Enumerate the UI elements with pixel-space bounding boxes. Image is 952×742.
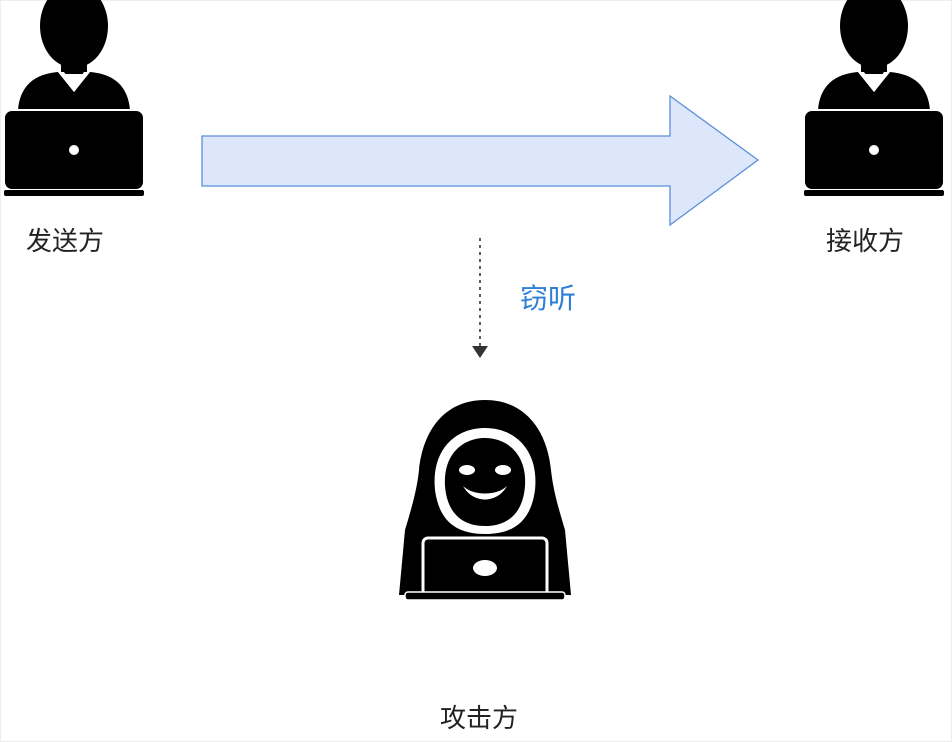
transmission-arrow <box>201 94 760 227</box>
sender-user-laptop-icon <box>3 0 145 197</box>
attacker-hacker-hood-laptop-icon <box>399 400 571 602</box>
attacker-label: 攻击方 <box>440 704 519 734</box>
sender-label: 发送方 <box>26 227 105 257</box>
eavesdrop-arrow <box>472 238 488 358</box>
receiver-user-laptop-icon <box>803 0 945 197</box>
eavesdrop-label: 窃听 <box>520 282 577 315</box>
receiver-label: 接收方 <box>826 227 905 257</box>
